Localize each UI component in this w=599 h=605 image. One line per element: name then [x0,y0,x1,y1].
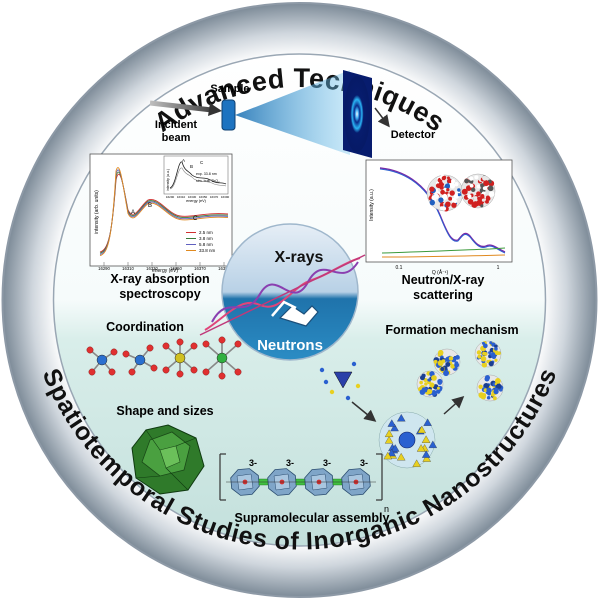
xas-xlabel: energy (eV) [152,268,178,274]
xas-inset-peak-a: A [182,158,185,163]
scattering-frame [365,159,513,263]
xas-inset-legend-exp: exp. 33.8 nm [196,172,217,176]
xas-x-tick: 16350 [170,266,182,271]
scattering-caption-2: scattering [413,288,473,302]
xas-inset-x-tick: 16310 [177,195,186,199]
xas-x-tick: 16370 [194,266,206,271]
scattering-tick-1: 1 [497,265,500,271]
polyhedron-cluster [131,424,205,495]
scattering-panel: Intensity (a.u.) 0.1 1 Q (Å⁻¹) Neutron/X… [365,159,513,302]
incident-beam-arrow [149,100,213,113]
xas-legend-entry: 33.8 nm [199,248,216,253]
incident-label-1: Incident [155,119,198,131]
intermediate-cluster [378,411,438,469]
xas-inset-x-tick: 16330 [188,195,197,199]
xas-peak-c: C [193,216,198,222]
xas-peak-b: B [148,203,152,209]
detector-pattern [344,76,370,152]
formation-arrow-2 [443,396,465,415]
xas-inset-peak-b: B [190,164,193,169]
xas-inset-frame [163,155,229,195]
shape-label: Shape and sizes [116,404,213,418]
detector-arrow [374,107,390,128]
coordination-label: Coordination [106,320,184,334]
nanocluster-image-1 [426,174,464,212]
handshake-icon [271,300,319,327]
scattered-beam-cone [235,70,350,155]
scattering-curve-orange [381,254,506,258]
xas-peak-a: A [131,210,135,216]
final-clusters [416,340,504,402]
xas-inset-ylabel: intensity (a.u.) [166,169,170,191]
scattering-caption-1: Neutron/X-ray [402,273,485,287]
incident-arrow-head [208,103,222,116]
xas-legend-entry: 3.8 nm [199,236,213,241]
chain-charge: 3- [360,458,368,468]
formation-label: Formation mechanism [385,323,518,337]
scattering-xlabel: Q (Å⁻¹) [432,269,449,276]
detector-label: Detector [391,129,436,141]
xas-x-ticks: 16290 16310 16330 16350 16370 16390 [98,262,230,271]
xas-inset-sim-curve [169,167,227,190]
formation-arrow-1 [351,401,377,422]
xas-inset-exp-curve [169,161,227,189]
nanocluster-image-2 [460,173,496,209]
beamline: Sample Incident beam Detector [149,70,436,158]
xas-inset-x-tick: 16370 [210,195,219,199]
xas-inset-x-tick: 16290 [166,195,175,199]
formation-mechanism [319,340,504,469]
coordination-molecules [86,336,242,380]
xas-x-tick: 16290 [98,266,110,271]
xas-caption-1: X-ray absorption [110,272,209,286]
xas-inset-legend-sim: sim. bulk ThO₂ [196,179,220,183]
xas-x-tick: 16330 [146,266,158,271]
sample-cylinder [221,99,236,131]
scattering-tick-0: 0.1 [396,265,403,271]
xas-inset-xlabel: energy (eV) [186,199,207,203]
supramolecular-label: Supramolecular assembly [235,511,390,525]
xas-curve [99,167,229,257]
center-circle: X-rays Neutrons [199,223,366,361]
xas-x-tick: 16390 [218,266,230,271]
xas-caption-2: spectroscopy [119,287,200,301]
chain-repeat-label: n [384,504,389,514]
supramolecular-chain: 3- 3- 3- 3- n [219,453,389,514]
xrays-label: X-rays [275,249,324,266]
xas-inset-x-tick: 16350 [199,195,208,199]
wave-axis [199,254,366,336]
xas-legend-entry: 2.5 nm [199,230,213,235]
chain-charge: 3- [323,458,331,468]
precursor-species [319,361,361,401]
xas-curves [99,167,229,257]
chain-charge: 3- [249,458,257,468]
xas-x-tick: 16310 [122,266,134,271]
chain-charge: 3- [286,458,294,468]
incident-label-2: beam [162,132,191,144]
scattering-curve-green [381,247,506,254]
scattering-ylabel: Intensity (a.u.) [369,189,375,221]
xas-legend-entry: 5.8 nm [199,242,213,247]
sample-label: Sample [210,83,249,95]
xas-inset-x-tick: 16390 [221,195,230,199]
xas-inset-peak-c: C [200,160,204,165]
neutrons-label: Neutrons [257,337,323,354]
xas-ylabel: intensity (arb. units) [94,190,100,234]
